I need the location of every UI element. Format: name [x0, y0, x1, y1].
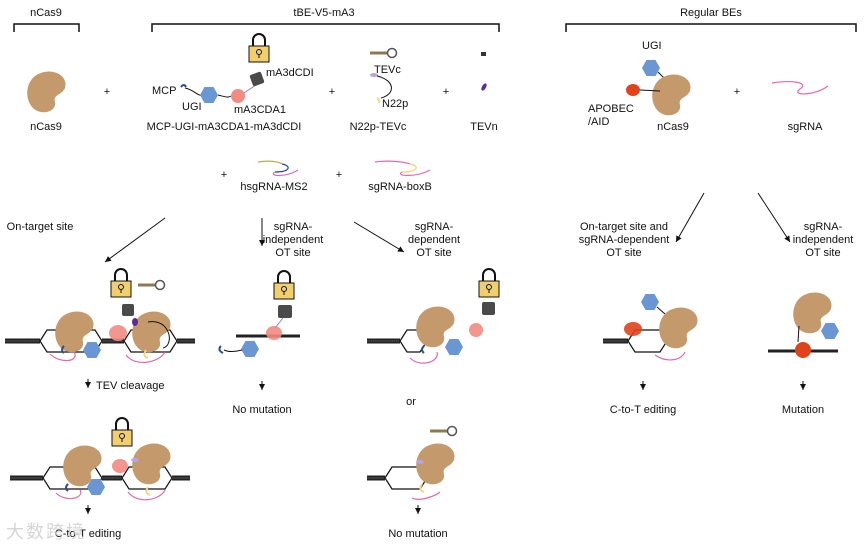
ncas9-label: nCas9 — [30, 121, 62, 133]
n22p-tevc-label: N22p-TEVc — [349, 121, 407, 133]
pathway-reg-sg-indep: sgRNA- independent OT site — [792, 221, 854, 259]
arrow-on-target — [104, 217, 166, 263]
hsgrna-ms2-icon — [257, 160, 299, 177]
n22p-label: N22p — [382, 98, 409, 110]
on-target-complex — [4, 268, 196, 363]
sgrna-boxb-label: sgRNA-boxB — [368, 181, 432, 193]
sg-indep-complex — [218, 270, 300, 357]
pathway-reg-on-target: On-target site and sgRNA-dependent OT si… — [578, 221, 670, 259]
fusion-label: MCP-UGI-mA3CDA1-mA3dCDI — [146, 121, 302, 133]
plus-2: + — [328, 86, 336, 98]
apobec-label: APOBEC /AID — [588, 103, 634, 128]
regular-sg-indep-complex — [768, 292, 839, 358]
arrow-reg-sg-indep — [757, 192, 791, 243]
ncas9-protein-icon — [27, 71, 66, 113]
key-icon — [370, 47, 398, 59]
ugi-label: UGI — [182, 101, 202, 113]
plus-3: + — [442, 86, 450, 98]
sg-dep-alt-complex — [366, 425, 458, 500]
pathway-sg-dep: sgRNA- dependent OT site — [408, 221, 460, 259]
tevn-icon — [481, 83, 487, 91]
plus-4: + — [733, 86, 741, 98]
hsgrna-ms2-label: hsgRNA-MS2 — [240, 181, 308, 193]
bracket-tbe — [151, 23, 500, 32]
outcome-ctot-tbe: C-to-T editing — [54, 528, 122, 540]
bracket-regular — [565, 23, 857, 32]
group-title-regular: Regular BEs — [680, 7, 742, 19]
mcp-label: MCP — [152, 85, 177, 97]
regular-on-target-complex — [602, 294, 698, 361]
tevn-key-fragment-icon — [481, 52, 486, 56]
outcome-tev-cleavage: TEV cleavage — [96, 380, 165, 392]
fusion-construct — [180, 71, 265, 103]
group-title-tbe: tBE-V5-mA3 — [293, 7, 355, 19]
regular-be-construct — [626, 60, 691, 116]
group-title-ncas9: nCas9 — [30, 7, 62, 19]
pathway-sg-indep: sgRNA- independent OT site — [262, 221, 324, 259]
outcome-or: or — [406, 396, 416, 408]
arrow-sg-dep — [353, 221, 405, 253]
reg-ncas9-label: nCas9 — [657, 121, 689, 133]
plus-5: + — [220, 169, 228, 181]
outcome-ctot-regular: C-to-T editing — [609, 404, 677, 416]
sgrna-boxb-icon — [374, 160, 431, 177]
watermark: 大数跨境 — [6, 522, 86, 542]
tevc-label: TEVc — [374, 64, 401, 76]
ma3dcdi-label: mA3dCDI — [266, 67, 314, 79]
post-cleavage-complex — [9, 417, 191, 501]
lock-icon — [248, 33, 270, 63]
pathway-on-target: On-target site — [6, 221, 74, 233]
sgrna-icon — [771, 81, 829, 95]
sgrna-label: sgRNA — [787, 121, 823, 133]
ma3cda1-label: mA3CDA1 — [234, 104, 286, 116]
plus-1: + — [103, 86, 111, 98]
sg-dep-complex — [366, 268, 500, 364]
outcome-no-mutation-indep: No mutation — [232, 404, 292, 416]
tevn-label: TEVn — [470, 121, 498, 133]
reg-ugi-label: UGI — [642, 40, 662, 52]
n22p-tevc-construct — [370, 73, 392, 104]
plus-6: + — [335, 169, 343, 181]
arrow-reg-on-target — [675, 192, 705, 243]
outcome-no-mutation-dep: No mutation — [388, 528, 448, 540]
bracket-ncas9 — [13, 23, 80, 32]
outcome-mutation: Mutation — [781, 404, 825, 416]
